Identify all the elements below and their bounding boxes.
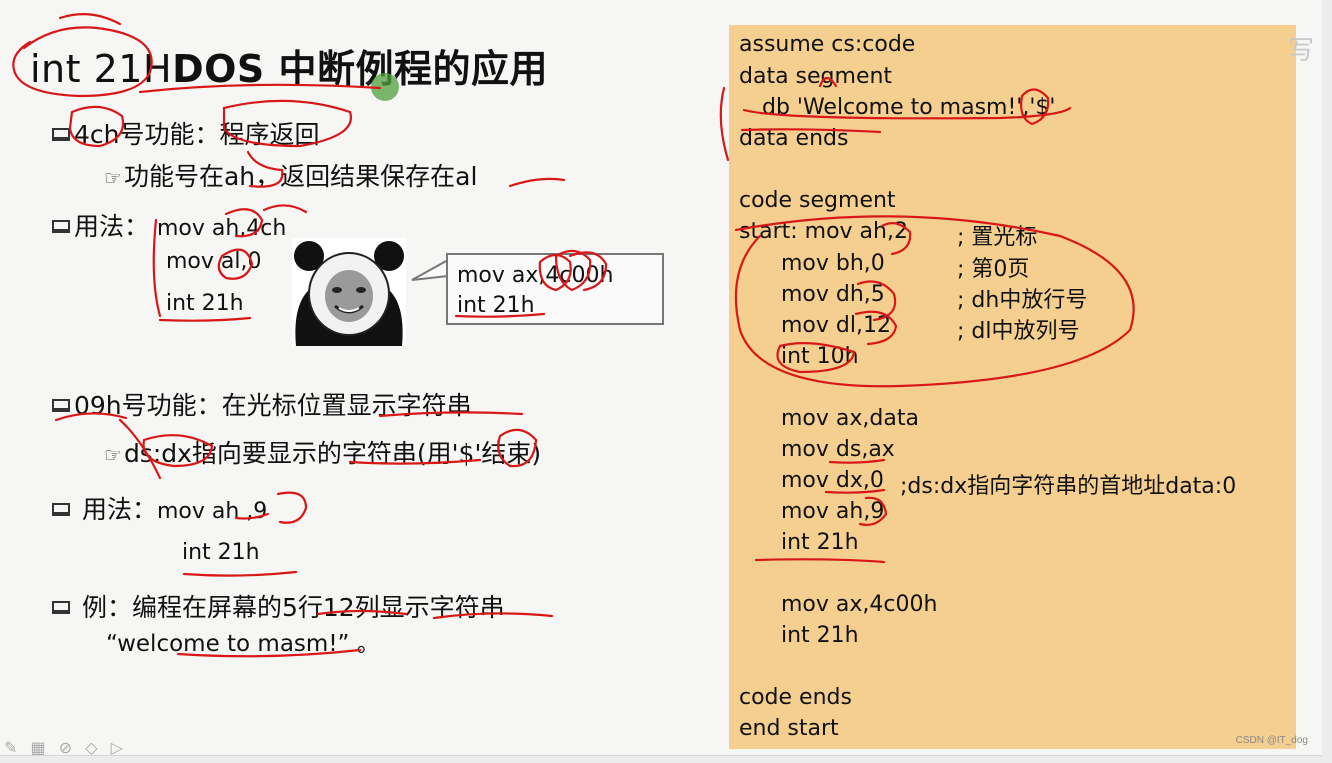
code-line: mov ax,data: [781, 406, 919, 431]
usage1-line1: 用法： mov ah,4ch: [52, 207, 286, 243]
code-comment: ; dh中放行号: [957, 288, 1088, 313]
pen-icon[interactable]: ✎: [4, 738, 18, 757]
func-09h-heading: 09h号功能：在光标位置显示字符串: [52, 386, 472, 422]
example-label: 例：编程在屏幕的5行12列显示字符串: [81, 593, 505, 622]
hand-bullet-icon: ☞: [104, 443, 122, 467]
computer-bullet-icon: [52, 398, 70, 412]
usage1-code2: mov al,0: [166, 249, 262, 274]
code-comment: ; 第0页: [957, 257, 1030, 282]
func-4ch-sub-mid: ，返回结果保存在: [255, 162, 456, 191]
computer-bullet-icon: [52, 219, 70, 233]
hand-bullet-icon: ☞: [104, 166, 122, 190]
code-line: int 10h: [781, 344, 859, 369]
callout-line2: int 21h: [457, 293, 535, 318]
code-line: int 21h: [781, 623, 859, 648]
example-heading: 例：编程在屏幕的5行12列显示字符串: [52, 588, 505, 624]
func-4ch-heading: 4ch号功能：程序返回: [52, 115, 320, 151]
side-toolbar-glyph[interactable]: 写: [1287, 36, 1314, 66]
usage1-label: 用法：: [74, 212, 150, 241]
computer-bullet-icon: [52, 502, 70, 516]
code-line: int 21h: [781, 530, 859, 555]
code-line: mov bh,0: [781, 251, 885, 276]
code-comment: ; dl中放列号: [957, 319, 1080, 344]
computer-bullet-icon: [52, 127, 70, 141]
func-4ch-sub-pre: 功能号在: [123, 162, 224, 191]
func-4ch-text: 号功能：: [119, 120, 220, 149]
title-prefix: int 21H: [30, 47, 173, 91]
code-line: data segment: [739, 64, 893, 89]
callout-tail: [411, 259, 449, 281]
pointer-icon[interactable]: ▷: [110, 738, 123, 757]
code-line: data ends: [739, 126, 849, 151]
usage2-code1: mov ah ,9: [156, 499, 268, 524]
code-line: mov ds,ax: [781, 437, 895, 462]
code-line: end start: [739, 716, 839, 741]
usage2-code2: int 21h: [182, 540, 260, 565]
func-4ch-em: 程序返回: [219, 120, 320, 149]
func-09h-sub: ☞ds:dx指向要显示的字符串(用'$'结束): [104, 434, 541, 470]
code-line: code ends: [739, 685, 852, 710]
code-line: assume cs:code: [739, 32, 916, 57]
code-line: mov dl,12: [781, 313, 891, 338]
title-main: DOS 中断例程的应用: [172, 47, 549, 91]
func-4ch-code: 4ch: [74, 120, 120, 149]
presenter-cursor-marker: [371, 73, 399, 101]
func-09h-text: 号功能：在光标位置显示字符串: [121, 391, 472, 420]
func-09h-sub-text: ds:dx指向要显示的字符串(用'$'结束): [123, 439, 542, 468]
callout-line1: mov ax,4c00h: [457, 263, 614, 288]
computer-bullet-icon: [52, 600, 70, 614]
speech-bubble: mov ax,4c00h int 21h: [446, 253, 664, 325]
code-line: mov ax,4c00h: [781, 592, 938, 617]
code-line: start: mov ah,2: [739, 219, 908, 244]
code-line: db 'Welcome to masm!','$': [762, 95, 1056, 120]
func-4ch-sub-reg: ah: [223, 162, 256, 191]
eraser-icon[interactable]: ◇: [85, 738, 98, 757]
code-line: mov dx,0: [781, 468, 884, 493]
code-comment: ;ds:dx指向字符串的首地址data:0: [900, 474, 1237, 499]
watermark: CSDN @IT_dog: [1235, 735, 1308, 746]
code-line: mov dh,5: [781, 282, 885, 307]
example-string: “welcome to masm!” 。: [106, 631, 380, 657]
link-icon[interactable]: ⊘: [58, 738, 73, 757]
func-4ch-sub-reg2: al: [455, 162, 478, 191]
grid-icon[interactable]: ▦: [30, 738, 46, 757]
slide-title: int 21HDOS 中断例程的应用: [30, 38, 548, 93]
usage1-code1: mov ah,4ch: [156, 216, 287, 241]
code-line: code segment: [739, 188, 896, 213]
func-4ch-sub: ☞功能号在ah，返回结果保存在al: [104, 157, 477, 193]
code-line: mov ah,9: [781, 499, 885, 524]
usage2-line1: 用法：mov ah ,9: [52, 490, 267, 526]
presenter-toolbar: ✎ ▦ ⊘ ◇ ▷: [4, 738, 131, 758]
panda-meme-image: [292, 238, 406, 346]
usage2-label: 用法：: [81, 495, 157, 524]
func-09h-code: 09h: [74, 391, 122, 420]
code-comment: ; 置光标: [957, 225, 1038, 250]
usage1-code3: int 21h: [166, 291, 244, 316]
